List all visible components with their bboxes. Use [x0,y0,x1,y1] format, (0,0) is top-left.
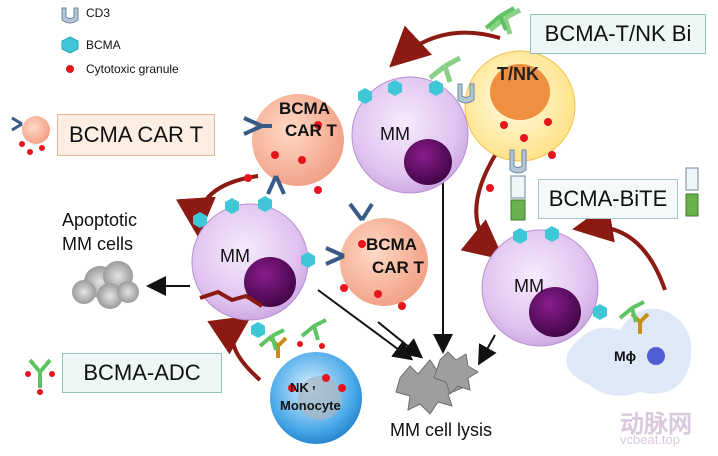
watermark-url: vcbeat.top [620,432,680,447]
lysis-label: MM cell lysis [390,420,492,440]
car-t-legend-icon [11,116,50,155]
adc-molecule [297,318,327,349]
tnk-cell-label: T/NK [497,64,539,84]
car-t-cell-top [243,94,344,195]
legend-bcma-label: BCMA [86,38,121,52]
car-receptor [243,116,272,136]
antibody [618,300,645,323]
bcma-receptor [545,226,559,242]
apoptotic-label-1: Apoptotic [62,210,138,230]
car-receptor [348,202,374,222]
mm-top-label: MM [380,124,410,144]
bite-molecule [510,175,526,221]
mm-cell-right [481,226,607,347]
label-bcma-car-t: BCMA CAR T [57,114,215,156]
mm-nucleus-top [404,139,452,185]
mm-nucleus-right [529,287,581,337]
bcma-receptor [388,80,402,96]
bcma-receptor [358,88,372,104]
lysis-arrows [146,180,497,366]
bcma-receptor [258,196,272,212]
bcma-receptor [251,322,265,338]
legend-granule-label: Cytotoxic granule [86,62,179,76]
nk-comma: , [312,376,316,391]
macrophage-label: Mϕ [614,348,637,364]
legend-cd3-label: CD3 [86,6,111,20]
bcma-receptor [193,212,207,228]
car-receptor [266,175,286,195]
car-t-cell-middle [325,202,428,310]
label-bcma-adc: BCMA-ADC [62,353,222,393]
cd3-legend-icon [61,7,79,24]
antibody [258,328,285,351]
mm-right-label: MM [514,276,544,296]
cd3-receptor [457,83,475,104]
mm-nucleus-left [244,257,296,307]
apoptotic-cells [72,261,139,309]
car-receptor [325,246,345,266]
mm-left-label: MM [220,246,250,266]
tnk-cell [457,50,576,192]
bcma-legend-icon [61,36,79,54]
mm-cell-top [351,76,469,194]
bcma-receptor [513,228,527,244]
legend [61,7,79,73]
watermark-brand: 动脉网 [620,411,692,438]
apoptotic-label-2: MM cells [62,234,133,254]
car-t-top-label-1: BCMA [279,99,330,118]
bispecific-legend-icon [484,6,515,31]
label-bcma-tnk-bi: BCMA-T/NK Bi [530,14,706,54]
mm-cell-left [191,196,315,338]
bcma-receptor [593,304,607,320]
nk-label: NK [290,380,309,395]
bcma-receptor [301,252,315,268]
adc-legend-icon [25,358,55,395]
bite-legend-icon [685,167,699,217]
bcma-receptor [429,80,443,96]
nk-monocyte-cell [258,328,362,444]
cd3-receptor [509,149,527,174]
label-bcma-bite: BCMA-BiTE [538,179,678,219]
car-t-mid-label-2: CAR T [372,258,424,277]
lysis-debris [395,351,479,415]
monocyte-label: Monocyte [280,398,341,413]
car-t-top-label-2: CAR T [285,121,337,140]
granule-legend-icon [66,65,74,73]
bcma-receptor [225,198,239,214]
macrophage-cell [566,300,692,396]
car-t-mid-label-1: BCMA [366,235,417,254]
membrane-damage [199,289,264,308]
